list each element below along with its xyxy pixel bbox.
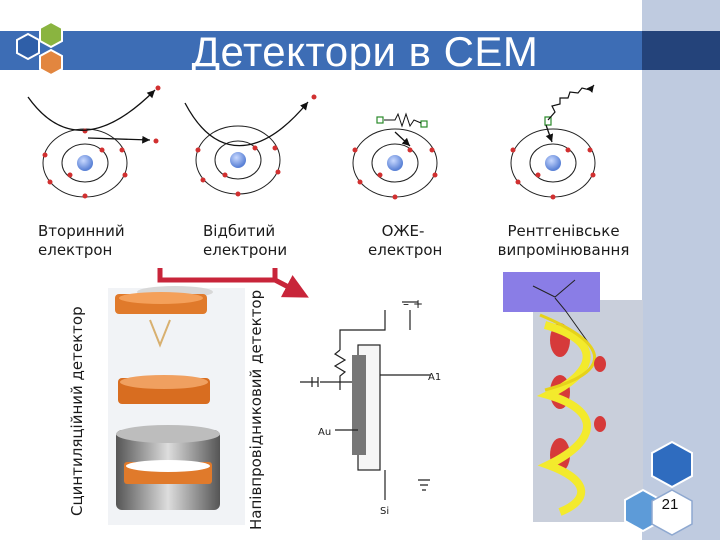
scintillation-detector-image bbox=[108, 286, 245, 525]
decorative-hexagons bbox=[624, 440, 693, 536]
detector-link-arrow bbox=[157, 268, 309, 298]
circuit-plus-label: + bbox=[413, 297, 424, 311]
semiconductor-circuit-diagram bbox=[300, 301, 430, 500]
label-semiconductor-detector: Напівпровідниковий детектор bbox=[247, 289, 265, 530]
label-auger-electron: ОЖЕ- електрон bbox=[368, 222, 443, 259]
circuit-si-label: Si bbox=[380, 506, 390, 517]
page-number: 21 bbox=[661, 496, 679, 513]
atom-backscattered-electrons bbox=[184, 94, 317, 197]
atom-secondary-electron bbox=[27, 85, 161, 199]
slide-title: Детектори в СЕМ bbox=[191, 28, 539, 75]
xray-detector-image bbox=[503, 272, 643, 522]
title-bar-accent bbox=[642, 31, 720, 70]
circuit-minus-label: – bbox=[403, 297, 409, 311]
atom-xray bbox=[510, 84, 596, 200]
label-scintillation-detector: Сцинтиляційний детектор bbox=[68, 306, 86, 516]
label-xray: Рентгенівське випромінювання bbox=[497, 222, 630, 259]
title-bar bbox=[0, 31, 642, 70]
atom-auger-electron bbox=[352, 112, 438, 200]
circuit-a1-label: A1 bbox=[428, 372, 442, 383]
label-backscattered-electrons: Відбитий електрони bbox=[203, 222, 288, 259]
label-secondary-electron: Вторинний електрон bbox=[38, 222, 125, 259]
hexagon-logo-icon bbox=[16, 20, 63, 77]
circuit-au-label: Au bbox=[318, 427, 332, 438]
